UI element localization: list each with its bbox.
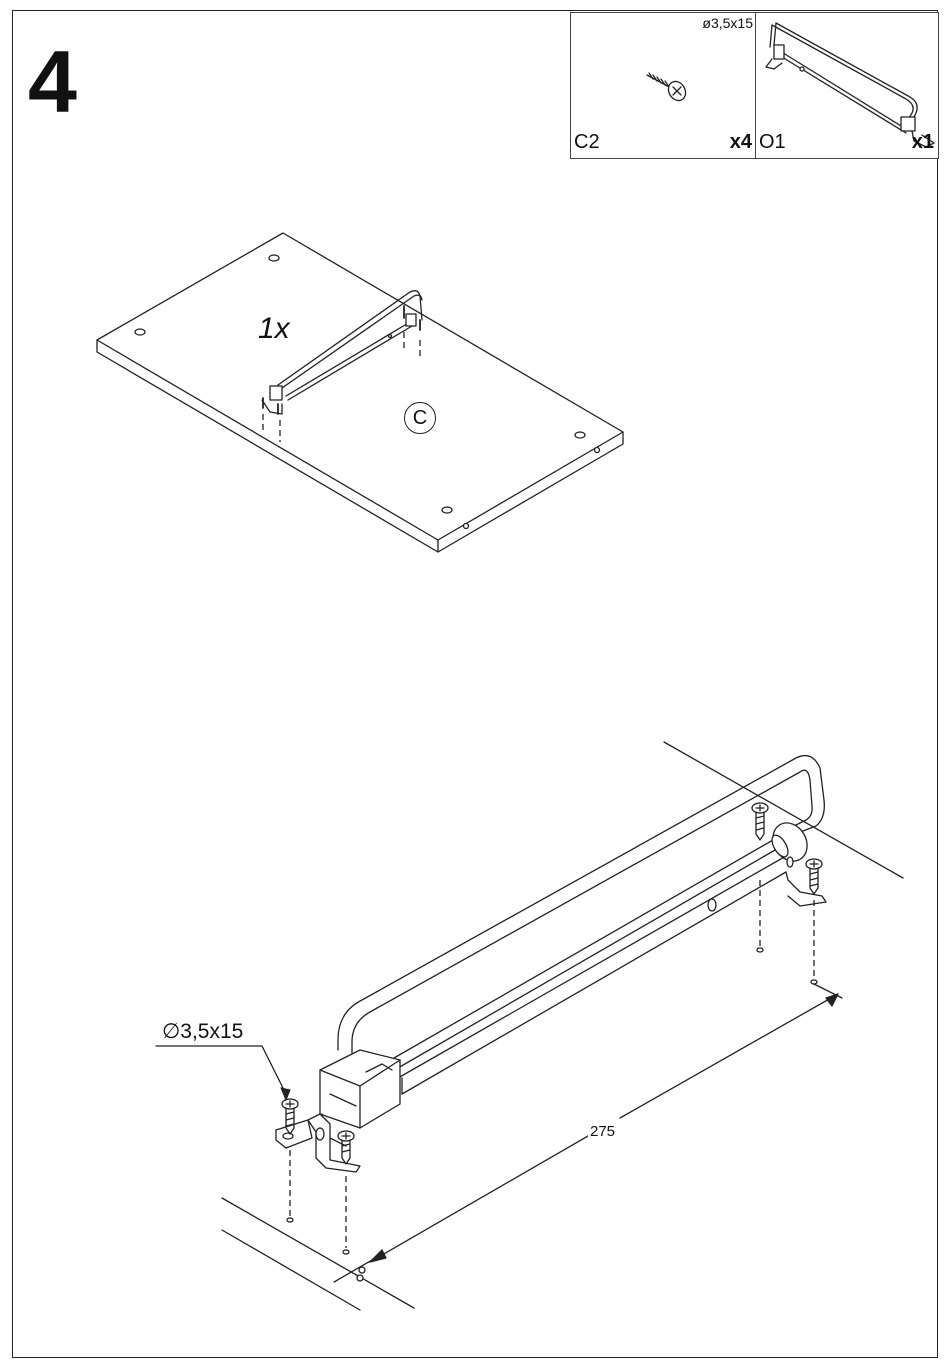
callout-leader: [156, 1046, 290, 1100]
screw-spec-callout: ∅3,5x15: [162, 1019, 243, 1044]
dimension-label: 275: [588, 1123, 617, 1140]
rail-bar: [276, 756, 826, 1172]
panel-edge-lines: [222, 742, 903, 1310]
